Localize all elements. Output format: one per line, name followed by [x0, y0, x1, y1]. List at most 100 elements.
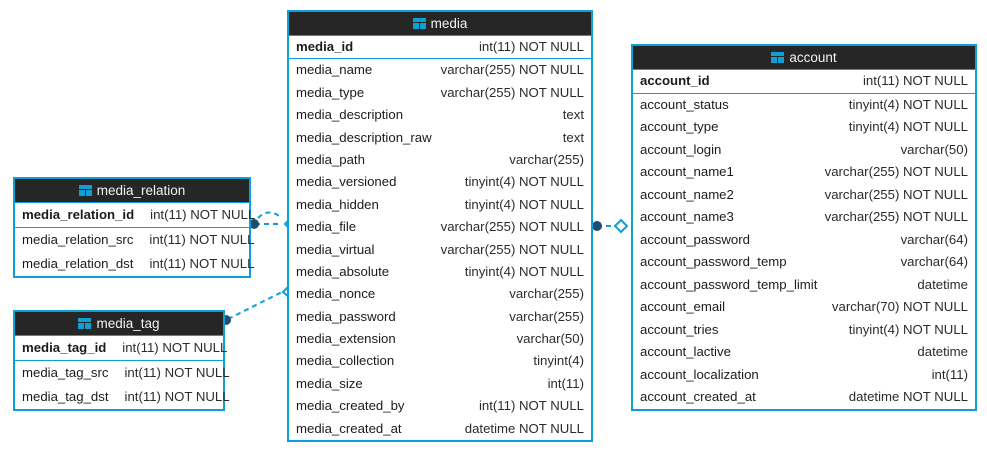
field-type: int(11) NOT NULL	[124, 389, 230, 404]
field-row-primary-key[interactable]: media_id int(11) NOT NULL	[289, 36, 591, 58]
field-type: varchar(64)	[900, 254, 968, 269]
field-row[interactable]: account_type tinyint(4) NOT NULL	[633, 116, 975, 139]
field-row[interactable]: media_virtual varchar(255) NOT NULL	[289, 239, 591, 261]
entity-title: media_tag	[96, 316, 160, 331]
field-name: media_file	[296, 219, 357, 235]
field-name: account_password_temp	[640, 254, 787, 269]
field-row-primary-key[interactable]: media_tag_id int(11) NOT NULL	[15, 336, 227, 360]
field-type: tinyint(4) NOT NULL	[464, 196, 584, 212]
field-row[interactable]: media_created_at datetime NOT NULL	[289, 418, 591, 440]
field-type: text	[562, 129, 584, 145]
field-type: tinyint(4) NOT NULL	[848, 119, 968, 134]
entity-table-account[interactable]: account account_id int(11) NOT NULL acco…	[631, 44, 977, 411]
field-name: media_collection	[296, 353, 395, 369]
entity-table-media[interactable]: media media_id int(11) NOT NULL media_na…	[287, 10, 593, 443]
field-type: int(11) NOT NULL	[149, 256, 255, 271]
fields-block: account_status tinyint(4) NOT NULL accoun…	[633, 94, 975, 409]
field-row-primary-key[interactable]: media_relation_id int(11) NOT NULL	[15, 203, 255, 227]
field-row[interactable]: account_lactive datetime	[633, 341, 975, 364]
field-type: varchar(255) NOT NULL	[824, 186, 968, 202]
field-name: media_tag_id	[22, 340, 107, 355]
field-name: media_path	[296, 151, 365, 167]
field-type: int(11) NOT NULL	[150, 207, 256, 222]
entity-table-media-tag[interactable]: media_tag media_tag_id int(11) NOT NULL …	[13, 310, 230, 411]
field-type: tinyint(4)	[533, 353, 584, 369]
connector-line	[227, 290, 285, 320]
field-name: account_tries	[640, 321, 719, 337]
field-name: media_size	[296, 375, 363, 391]
field-name: media_name	[296, 62, 373, 78]
field-name: account_type	[640, 119, 719, 134]
field-row[interactable]: media_name varchar(255) NOT NULL	[289, 59, 591, 81]
field-name: media_extension	[296, 331, 396, 347]
field-name: account_name3	[640, 209, 734, 224]
field-name: media_virtual	[296, 241, 375, 257]
field-type: int(11) NOT NULL	[124, 365, 230, 380]
entity-header-media-relation: media_relation	[15, 179, 249, 203]
field-type: varchar(255)	[509, 308, 584, 324]
field-name: account_lactive	[640, 344, 731, 359]
field-type: varchar(255) NOT NULL	[440, 219, 584, 235]
field-row[interactable]: media_tag_src int(11) NOT NULL	[15, 361, 230, 385]
field-type: varchar(64)	[900, 231, 968, 247]
field-name: media_nonce	[296, 286, 376, 302]
field-name: account_name2	[640, 186, 734, 202]
field-name: account_email	[640, 299, 726, 314]
field-row[interactable]: account_status tinyint(4) NOT NULL	[633, 94, 975, 117]
field-row[interactable]: account_email varchar(70) NOT NULL	[633, 296, 975, 319]
field-type: varchar(255) NOT NULL	[440, 241, 584, 257]
field-row[interactable]: media_file varchar(255) NOT NULL	[289, 216, 591, 238]
field-type: tinyint(4) NOT NULL	[848, 96, 968, 112]
field-row[interactable]: account_name1 varchar(255) NOT NULL	[633, 161, 975, 184]
table-icon	[78, 185, 92, 196]
field-row[interactable]: account_password_temp varchar(64)	[633, 251, 975, 274]
field-type: text	[562, 107, 584, 123]
field-type: datetime	[917, 276, 968, 292]
marker-filled-circle	[592, 221, 602, 231]
field-type: datetime	[917, 344, 968, 359]
field-type: tinyint(4) NOT NULL	[464, 174, 584, 190]
fields-block: media_tag_src int(11) NOT NULL media_tag_…	[15, 361, 230, 409]
relationship-media-account[interactable]	[592, 218, 629, 234]
primary-key-block: media_id int(11) NOT NULL	[289, 36, 591, 60]
field-row[interactable]: account_name2 varchar(255) NOT NULL	[633, 184, 975, 207]
field-name: account_status	[640, 96, 729, 112]
field-name: media_created_at	[296, 420, 402, 436]
entity-table-media-relation[interactable]: media_relation media_relation_id int(11)…	[13, 177, 255, 278]
fields-block: media_name varchar(255) NOT NULL media_ty…	[289, 59, 591, 440]
field-name: media_tag_src	[22, 365, 109, 380]
field-name: account_password_temp_limit	[640, 276, 818, 292]
field-type: datetime NOT NULL	[464, 420, 584, 436]
field-name: account_name1	[640, 164, 734, 179]
field-type: int(11)	[931, 366, 968, 382]
field-row[interactable]: account_password_temp_limit datetime	[633, 274, 975, 297]
field-type: varchar(255) NOT NULL	[440, 62, 584, 78]
field-type: varchar(70) NOT NULL	[831, 299, 968, 314]
relationship-media_tag-media[interactable]	[221, 284, 297, 325]
field-row[interactable]: media_collection tinyint(4)	[289, 350, 591, 372]
field-row-primary-key[interactable]: account_id int(11) NOT NULL	[633, 70, 975, 93]
field-type: varchar(255) NOT NULL	[824, 164, 968, 179]
primary-key-block: media_tag_id int(11) NOT NULL	[15, 336, 227, 361]
